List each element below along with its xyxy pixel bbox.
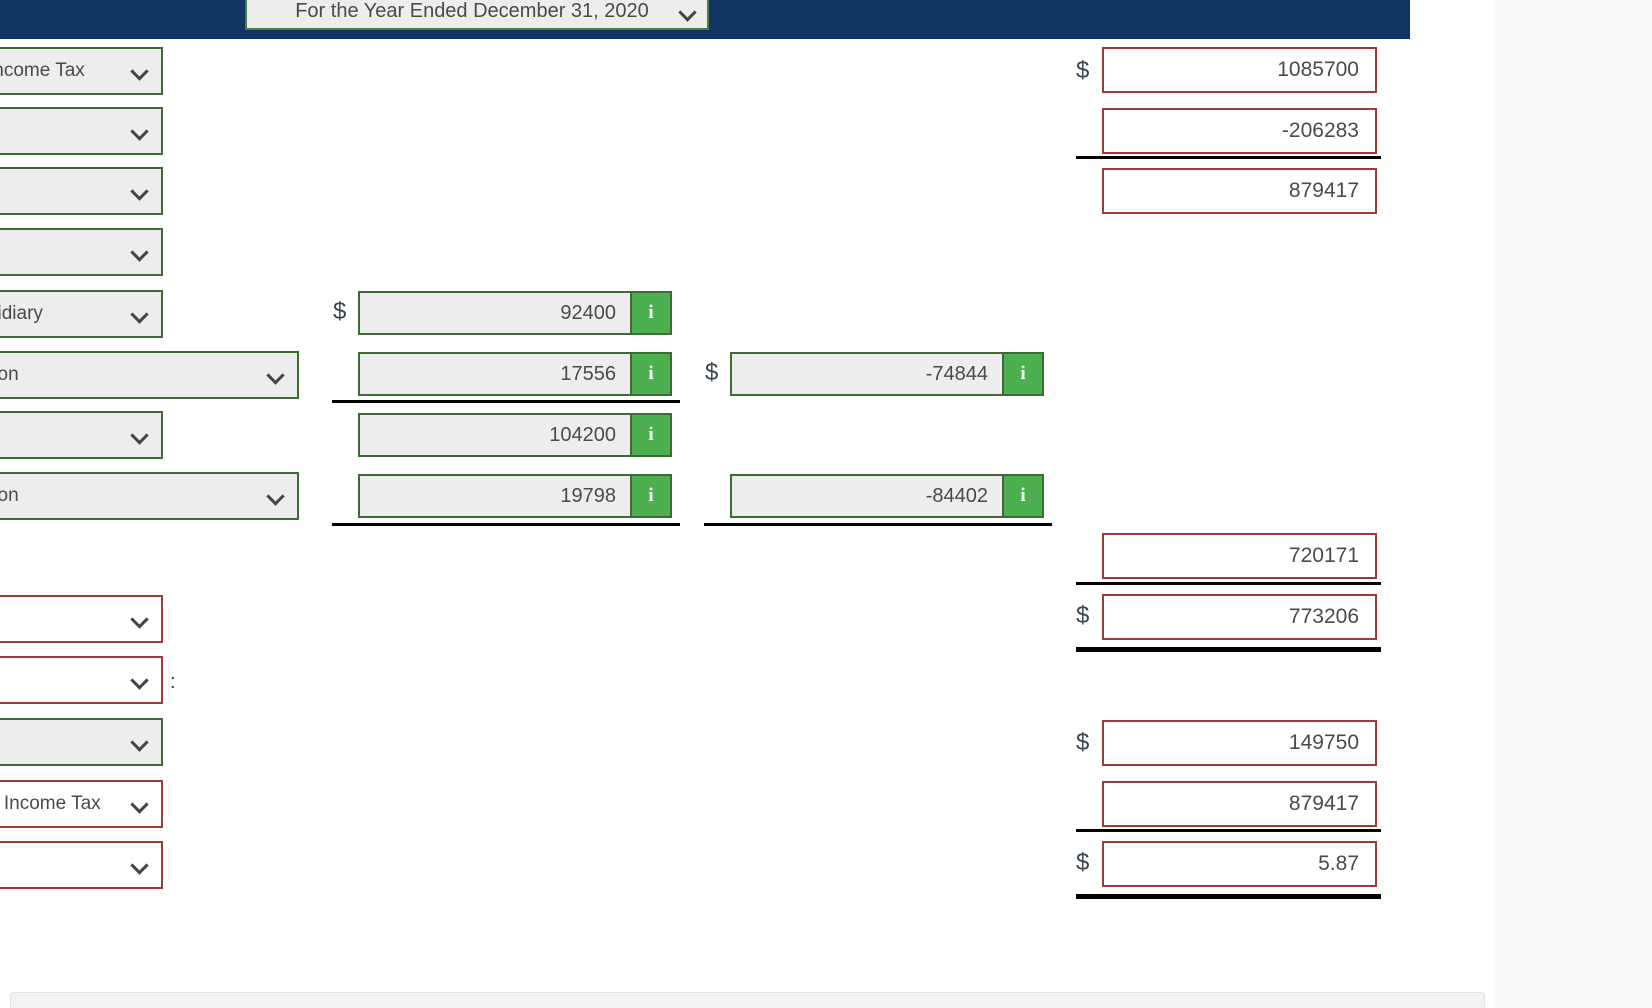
total-rule-right-4 bbox=[1076, 647, 1381, 652]
currency-symbol-col2-0: $ bbox=[705, 359, 719, 386]
subtotal-rule-mid-1 bbox=[332, 400, 680, 403]
amount-row-col2-1: -84402 i bbox=[730, 474, 1044, 518]
currency-symbol-right-0: $ bbox=[1076, 57, 1090, 84]
sidebar-item-account-3[interactable] bbox=[0, 228, 163, 276]
chevron-down-icon bbox=[131, 795, 149, 813]
amount-row-1: 17556 i bbox=[358, 352, 672, 396]
chevron-down-icon bbox=[131, 122, 149, 140]
subtotal-rule-right-1 bbox=[1076, 156, 1381, 159]
dropdown-label-11: e Income Tax bbox=[0, 793, 101, 814]
info-icon[interactable]: i bbox=[1004, 474, 1044, 518]
sidebar-item-account-8[interactable] bbox=[0, 595, 163, 643]
total-rule-right-7 bbox=[1076, 894, 1381, 899]
subtotal-rule-mid-3 bbox=[332, 523, 680, 526]
amount-input-3[interactable]: 19798 bbox=[358, 474, 632, 518]
result-input-4[interactable]: 773206 bbox=[1102, 594, 1377, 640]
dropdown-label-4: sidiary bbox=[0, 303, 43, 324]
currency-symbol-right-7: $ bbox=[1076, 849, 1090, 876]
period-select-label: For the Year Ended December 31, 2020 bbox=[295, 0, 649, 22]
period-select[interactable]: For the Year Ended December 31, 2020 bbox=[245, 0, 709, 30]
result-input-0[interactable]: 1085700 bbox=[1102, 47, 1377, 93]
chevron-down-icon bbox=[131, 243, 149, 261]
sidebar-item-account-7[interactable]: tion bbox=[0, 472, 299, 520]
chevron-down-icon bbox=[131, 305, 149, 323]
sidebar-item-account-0[interactable]: Income Tax bbox=[0, 47, 163, 95]
result-input-3[interactable]: 720171 bbox=[1102, 533, 1377, 579]
chevron-down-icon bbox=[131, 426, 149, 444]
amount-input-1[interactable]: 17556 bbox=[358, 352, 632, 396]
amount-input-col2-1[interactable]: -84402 bbox=[730, 474, 1004, 518]
subtotal-rule-right-6 bbox=[1076, 829, 1381, 832]
result-input-5[interactable]: 149750 bbox=[1102, 720, 1377, 766]
chevron-down-icon bbox=[131, 182, 149, 200]
amount-row-col2-0: -74844 i bbox=[730, 352, 1044, 396]
amount-input-col2-0[interactable]: -74844 bbox=[730, 352, 1004, 396]
info-icon[interactable]: i bbox=[632, 352, 672, 396]
sidebar-item-account-5[interactable]: tion bbox=[0, 351, 299, 399]
sidebar-item-account-6[interactable] bbox=[0, 411, 163, 459]
info-icon[interactable]: i bbox=[1004, 352, 1044, 396]
subtotal-rule-right-3 bbox=[1076, 582, 1381, 585]
info-icon[interactable]: i bbox=[632, 291, 672, 335]
currency-symbol-mid-0: $ bbox=[333, 298, 347, 325]
dropdown-label-5: tion bbox=[0, 364, 19, 385]
sidebar-item-account-9[interactable] bbox=[0, 656, 163, 704]
amount-input-0[interactable]: 92400 bbox=[358, 291, 632, 335]
amount-row-2: 104200 i bbox=[358, 413, 672, 457]
colon-marker: : bbox=[170, 671, 176, 693]
currency-symbol-right-5: $ bbox=[1076, 729, 1090, 756]
sidebar-item-account-12[interactable] bbox=[0, 841, 163, 889]
dropdown-label-0: Income Tax bbox=[0, 60, 85, 81]
chevron-down-icon bbox=[131, 62, 149, 80]
sidebar-item-account-1[interactable] bbox=[0, 107, 163, 155]
dropdown-label-7: tion bbox=[0, 485, 19, 506]
sidebar-item-account-2[interactable] bbox=[0, 167, 163, 215]
bottom-panel bbox=[10, 992, 1485, 1008]
result-input-2[interactable]: 879417 bbox=[1102, 168, 1377, 214]
amount-row-3: 19798 i bbox=[358, 474, 672, 518]
sidebar-item-account-11[interactable]: e Income Tax bbox=[0, 780, 163, 828]
info-icon[interactable]: i bbox=[632, 474, 672, 518]
result-input-1[interactable]: -206283 bbox=[1102, 108, 1377, 154]
right-gutter bbox=[1494, 0, 1652, 1008]
chevron-down-icon bbox=[679, 3, 697, 21]
amount-input-2[interactable]: 104200 bbox=[358, 413, 632, 457]
sidebar-item-account-10[interactable] bbox=[0, 718, 163, 766]
currency-symbol-right-4: $ bbox=[1076, 602, 1090, 629]
sidebar-item-account-4[interactable]: sidiary bbox=[0, 290, 163, 338]
chevron-down-icon bbox=[131, 733, 149, 751]
chevron-down-icon bbox=[131, 856, 149, 874]
amount-row-0: 92400 i bbox=[358, 291, 672, 335]
chevron-down-icon bbox=[267, 366, 285, 384]
chevron-down-icon bbox=[131, 671, 149, 689]
chevron-down-icon bbox=[131, 610, 149, 628]
result-input-6[interactable]: 879417 bbox=[1102, 781, 1377, 827]
chevron-down-icon bbox=[267, 487, 285, 505]
info-icon[interactable]: i bbox=[632, 413, 672, 457]
result-input-7[interactable]: 5.87 bbox=[1102, 841, 1377, 887]
subtotal-rule-col2-1 bbox=[704, 523, 1052, 526]
worksheet-page: For the Year Ended December 31, 2020 Inc… bbox=[0, 0, 1494, 1008]
